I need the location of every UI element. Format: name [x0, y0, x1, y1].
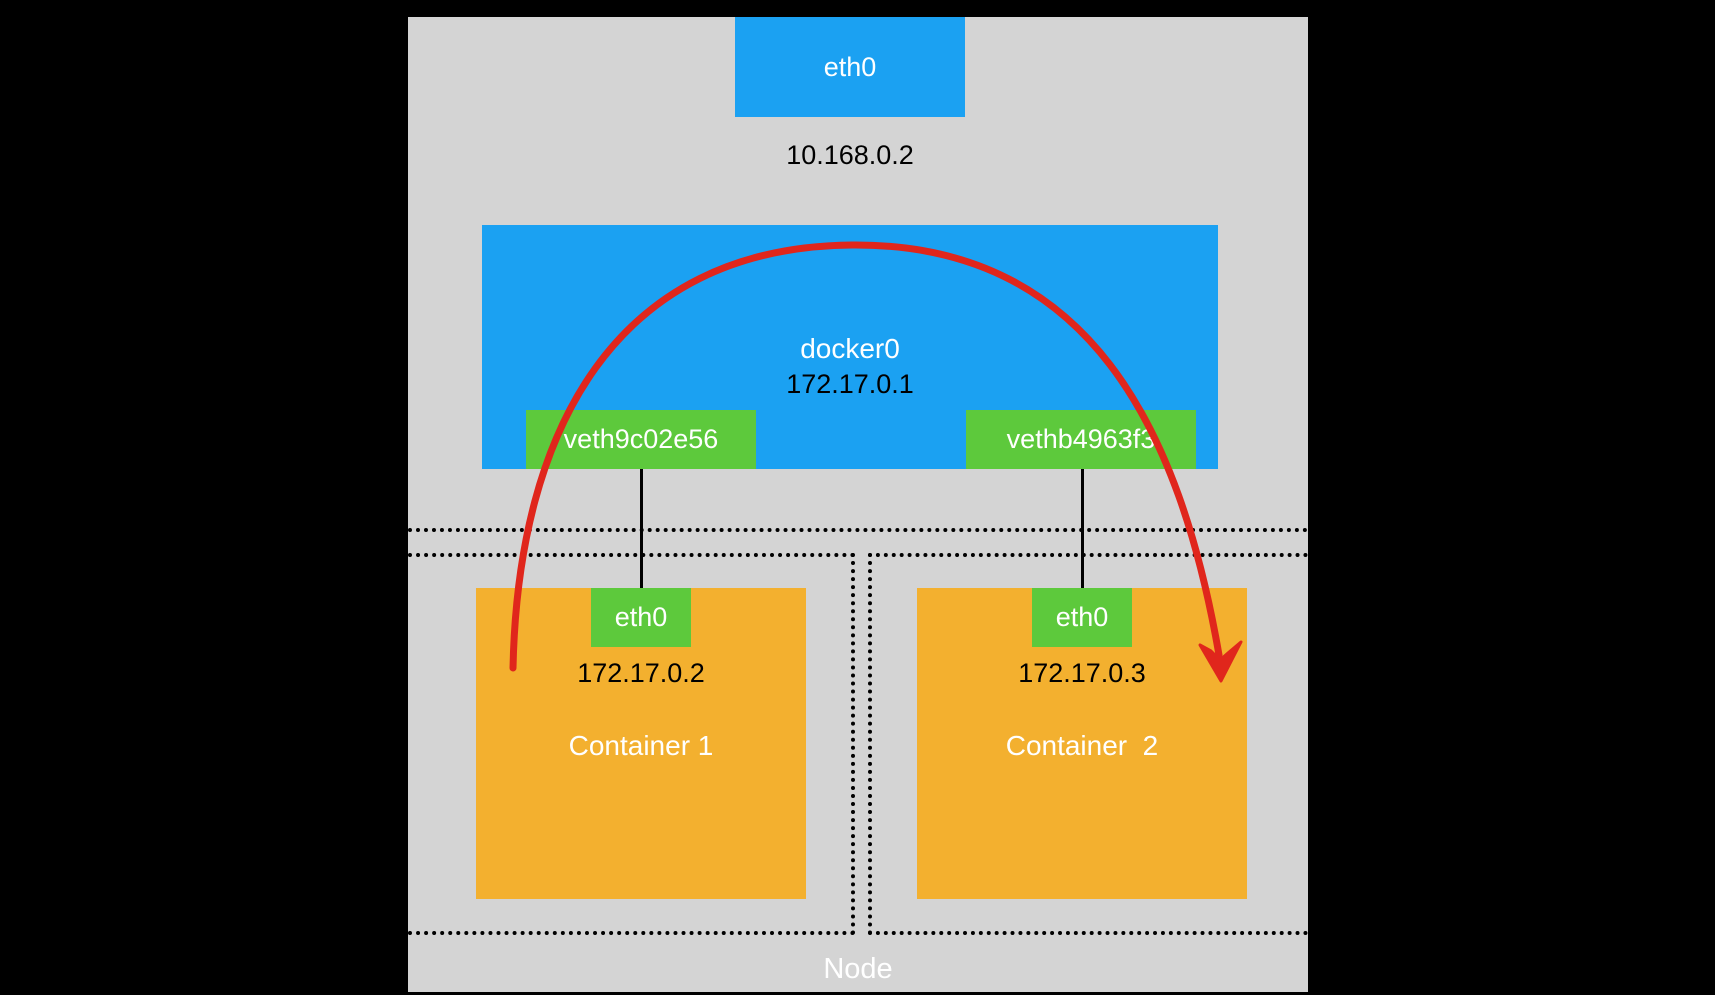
container2-name-label: Container 2 [1005, 730, 1159, 761]
container2-box: eth0 172.17.0.3 Container 2 [917, 588, 1247, 899]
host-ip-label: 10.168.0.2 [786, 140, 914, 170]
veth2-label: vethb4963f3 [1006, 424, 1156, 454]
container1-name-label: Container 1 [568, 730, 714, 761]
node-label: Node [823, 953, 893, 985]
container2-eth0-box: eth0 [1032, 588, 1132, 647]
container1-ip-label: 172.17.0.2 [577, 658, 705, 688]
docker0-label: docker0 [800, 333, 900, 364]
docker0-ip-label: 172.17.0.1 [786, 369, 914, 399]
namespace-divider-dotted-line [408, 528, 1308, 532]
container1-box: eth0 172.17.0.2 Container 1 [476, 588, 806, 899]
container1-eth0-label: eth0 [614, 602, 668, 632]
veth1-label: veth9c02e56 [563, 424, 719, 454]
host-eth0-box: eth0 [735, 17, 965, 117]
host-eth0-label: eth0 [823, 51, 877, 82]
container2-eth0-label: eth0 [1055, 602, 1109, 632]
veth2-box: vethb4963f3 [966, 410, 1196, 469]
container2-ip-label: 172.17.0.3 [1018, 658, 1146, 688]
docker0-bridge-box: docker0 172.17.0.1 veth9c02e56 vethb4963… [482, 225, 1218, 469]
veth1-box: veth9c02e56 [526, 410, 756, 469]
container1-eth0-box: eth0 [591, 588, 691, 647]
